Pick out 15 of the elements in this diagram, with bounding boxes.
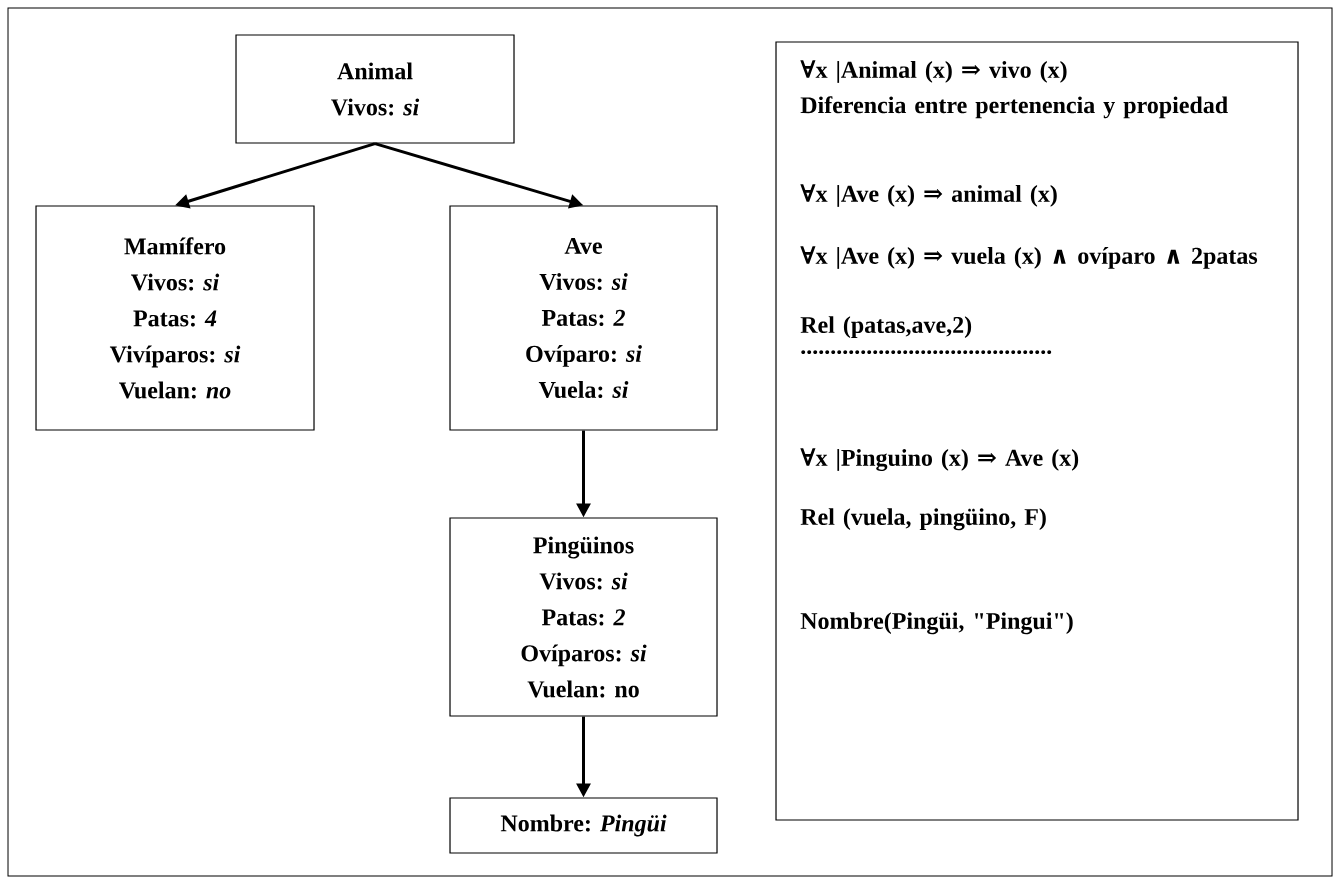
panel-text: Nombre(Pingüi, "Pingui") bbox=[800, 612, 1073, 635]
panel-text: ∀x |Ave (x) ⇒ vuela (x) ∧ ovíparo ∧ 2patas bbox=[800, 246, 1258, 269]
panel-text: Diferencia entre pertenencia y propiedad bbox=[800, 96, 1228, 119]
panel-text: ∀x |Ave (x) ⇒ animal (x) bbox=[800, 184, 1057, 207]
class-box: Ave Vivos: si Patas: 2 Ovíparo: si Vuela: si bbox=[449, 205, 718, 431]
panel-text: ∀x |Animal (x) ⇒ vivo (x) bbox=[800, 60, 1067, 83]
class-box: Pingüinos Vivos: si Patas: 2 Ovíparos: si Vuelan: no bbox=[449, 517, 718, 717]
class-box: Nombre: Pingüi bbox=[449, 797, 718, 854]
class-box: Animal Vivos: si bbox=[235, 34, 515, 144]
class-box: Mamífero Vivos: si Patas: 4 Vivíparos: si Vuelan: no bbox=[35, 205, 315, 431]
panel-text: ∀x |Pinguino (x) ⇒ Ave (x) bbox=[800, 448, 1079, 471]
panel-text: Rel (vuela, pingüino, F) bbox=[800, 508, 1046, 531]
text-panel bbox=[775, 41, 1299, 821]
panel-text: .......................................... bbox=[801, 350, 1052, 355]
panel-text: Rel (patas,ave,2) bbox=[800, 316, 972, 338]
